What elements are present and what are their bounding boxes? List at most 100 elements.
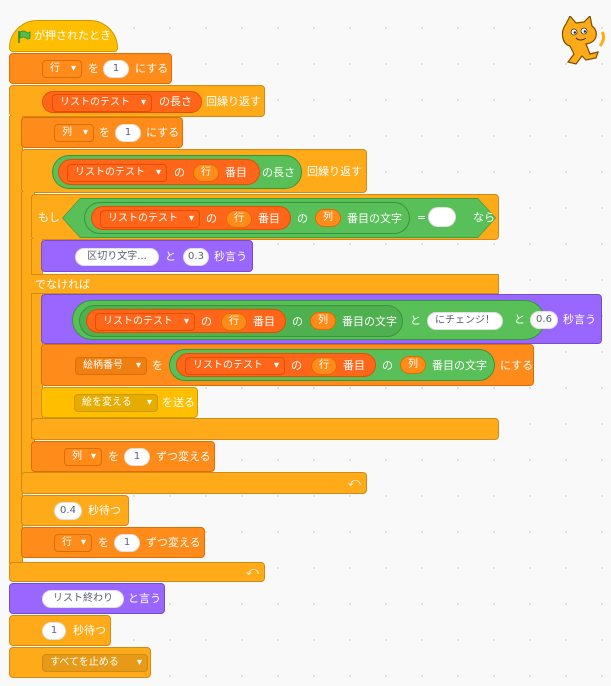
item-length-reporter[interactable]: リストのテスト の 行 番目 の長さ xyxy=(52,155,302,189)
join-and-label: と xyxy=(410,314,421,327)
broadcast-suffix: を送る xyxy=(162,396,195,409)
say2-seconds[interactable]: 0.6 xyxy=(530,311,558,329)
row-reporter[interactable]: 行 xyxy=(193,164,219,182)
cond-item-label: 番目 xyxy=(258,212,280,225)
set-row-suffix: にする xyxy=(135,62,169,75)
cond-list-dropdown[interactable]: リストのテスト xyxy=(100,210,200,228)
change-col-to: を xyxy=(108,450,119,463)
broadcast-message-dropdown[interactable]: 絵を変える xyxy=(74,394,158,412)
equals-sign: = xyxy=(417,211,427,224)
wait-block-2[interactable]: 1 秒待つ xyxy=(9,615,111,646)
say2-col-reporter[interactable]: 列 xyxy=(310,312,336,330)
costume-item-reporter[interactable]: リストのテスト の 行 番目 xyxy=(176,353,376,377)
wait2-suffix: 秒待つ xyxy=(73,624,106,637)
say2-and2: と xyxy=(514,313,525,326)
say-for-secs-2[interactable]: リストのテスト の 行 番目 の 列 番目の文字 と にチェンジ！ と 0.6 … xyxy=(41,294,602,344)
set-row-value[interactable]: 1 xyxy=(103,60,129,78)
costume-of-label: の xyxy=(291,359,302,372)
change-col-value[interactable]: 1 xyxy=(124,448,150,466)
cond-letter-label: 番目の文字 xyxy=(347,212,402,225)
inner-repeat-suffix: 回繰り返す xyxy=(307,165,362,178)
say-for-secs-1[interactable]: 区切り文字... と 0.3 秒言う xyxy=(41,240,253,272)
set-col-block[interactable]: 列 を 1 にする xyxy=(21,117,183,148)
change-row-dropdown[interactable]: 行 xyxy=(54,534,92,552)
set-col-suffix: にする xyxy=(146,126,180,139)
if-else-top[interactable]: もし リストのテスト の 行 番目 の 列 番目の文字 = なら xyxy=(31,194,499,240)
inner-list-dropdown[interactable]: リストのテスト xyxy=(67,164,167,182)
scratch-cat-sprite[interactable] xyxy=(556,16,606,70)
say2-of2-label: の xyxy=(292,315,303,328)
cond-row-reporter[interactable]: 行 xyxy=(226,210,252,228)
cond-of2-label: の xyxy=(297,212,308,225)
broadcast-block[interactable]: 絵を変える を送る xyxy=(41,387,198,418)
change-row-block[interactable]: 行 を 1 ずつ変える xyxy=(21,527,205,558)
else-label: でなければ xyxy=(35,278,90,291)
repeat-outer-top[interactable]: リストのテスト の長さ 回繰り返す xyxy=(9,85,265,117)
join-reporter[interactable]: リストのテスト の 行 番目 の 列 番目の文字 と にチェンジ！ xyxy=(72,300,545,340)
say2-item-reporter[interactable]: リストのテスト の 行 番目 xyxy=(86,309,286,333)
cond-item-reporter[interactable]: リストのテスト の 行 番目 xyxy=(91,206,291,230)
costume-var-dropdown[interactable]: 絵柄番号 xyxy=(75,357,147,375)
change-col-block[interactable]: 列 を 1 ずつ変える xyxy=(31,441,215,472)
change-row-to: を xyxy=(98,536,109,549)
if-else-bottom[interactable] xyxy=(31,418,499,440)
green-flag-icon xyxy=(18,30,31,43)
costume-item-label: 番目 xyxy=(343,359,365,372)
say1-seconds[interactable]: 0.3 xyxy=(183,248,209,266)
change-row-suffix: ずつ変える xyxy=(146,536,201,549)
say1-and: と xyxy=(165,250,176,263)
list-dropdown[interactable]: リストのテスト xyxy=(52,94,152,112)
inner-loop-arrow-icon: ⤺ xyxy=(348,475,361,489)
costume-list-dropdown[interactable]: リストのテスト xyxy=(185,357,285,375)
wait-block-1[interactable]: 0.4 秒待つ xyxy=(21,495,129,526)
loop-arrow-icon: ⤺ xyxy=(246,564,259,578)
repeat-outer-bottom[interactable]: ⤺ xyxy=(9,562,265,582)
cond-of-label: の xyxy=(206,212,217,225)
length-label: の長さ xyxy=(159,95,192,108)
set-col-value[interactable]: 1 xyxy=(115,124,141,142)
set-col-to-label: を xyxy=(99,126,110,139)
join-text-input[interactable]: にチェンジ！ xyxy=(427,312,503,330)
cond-col-reporter[interactable]: 列 xyxy=(315,209,341,227)
say2-letter-reporter[interactable]: リストのテスト の 行 番目 の 列 番目の文字 xyxy=(79,305,403,337)
equals-rhs-input[interactable] xyxy=(428,207,456,227)
letter-of-reporter[interactable]: リストのテスト の 行 番目 の 列 番目の文字 xyxy=(84,202,410,234)
say1-message[interactable]: 区切り文字... xyxy=(75,248,159,266)
else-divider: でなければ xyxy=(31,274,499,294)
say-block-end[interactable]: リスト終わり と言う xyxy=(9,583,165,614)
repeat-inner-top[interactable]: リストのテスト の 行 番目 の長さ 回繰り返す xyxy=(21,149,367,193)
inner-item-label: 番目 xyxy=(225,166,247,179)
say2-list-dropdown[interactable]: リストのテスト xyxy=(95,313,195,331)
say2-item-label: 番目 xyxy=(253,315,275,328)
wait2-seconds[interactable]: 1 xyxy=(42,622,66,640)
stop-option-dropdown[interactable]: すべてを止める xyxy=(42,654,148,672)
wait1-suffix: 秒待つ xyxy=(88,504,121,517)
costume-row-reporter[interactable]: 行 xyxy=(311,357,337,375)
hat-label: が押されたとき xyxy=(34,29,111,42)
costume-of2-label: の xyxy=(382,359,393,372)
say2-suffix: 秒言う xyxy=(563,313,596,326)
stop-block[interactable]: すべてを止める xyxy=(9,647,151,678)
set-costume-var-block[interactable]: 絵柄番号 を リストのテスト の 行 番目 の 列 番目の文字 にする xyxy=(41,344,534,386)
item-of-list-reporter[interactable]: リストのテスト の 行 番目 xyxy=(58,159,260,185)
costume-col-reporter[interactable]: 列 xyxy=(400,356,426,374)
then-label: なら xyxy=(473,211,495,224)
say2-letter-label: 番目の文字 xyxy=(342,315,397,328)
list-length-reporter[interactable]: リストのテスト の長さ xyxy=(42,91,202,113)
set-to-label: を xyxy=(88,62,99,75)
repeat-inner-bottom[interactable]: ⤺ xyxy=(21,472,367,494)
set-row-block[interactable]: 行 を 1 にする xyxy=(9,53,172,84)
when-flag-clicked-hat[interactable]: が押されたとき xyxy=(9,20,118,52)
costume-letter-reporter[interactable]: リストのテスト の 行 番目 の 列 番目の文字 xyxy=(169,349,495,381)
wait1-seconds[interactable]: 0.4 xyxy=(54,502,82,520)
costume-to-label: を xyxy=(152,359,163,372)
col-var-dropdown[interactable]: 列 xyxy=(54,124,94,142)
change-col-suffix: ずつ変える xyxy=(156,450,211,463)
row-var-dropdown[interactable]: 行 xyxy=(42,60,82,78)
say2-row-reporter[interactable]: 行 xyxy=(221,313,247,331)
change-col-dropdown[interactable]: 列 xyxy=(64,448,102,466)
say1-suffix: 秒言う xyxy=(214,250,247,263)
change-row-value[interactable]: 1 xyxy=(114,534,140,552)
say-end-message[interactable]: リスト終わり xyxy=(42,590,124,608)
inner-of-label: の xyxy=(174,166,185,179)
